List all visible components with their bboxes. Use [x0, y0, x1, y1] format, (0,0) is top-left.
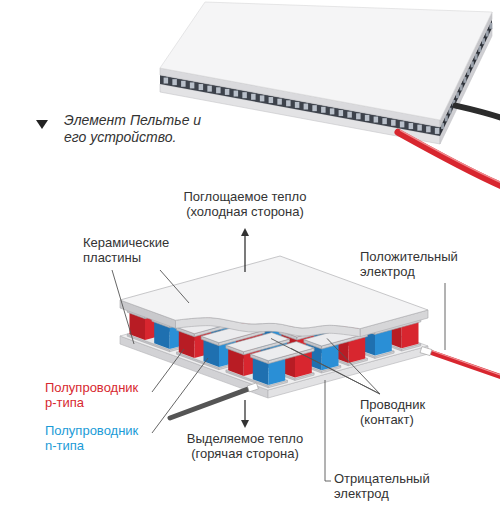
leg-cube	[374, 117, 379, 123]
wire-connector	[420, 347, 432, 356]
leader-lines	[112, 270, 445, 481]
leg-cube	[242, 92, 247, 98]
part-label: Полупроводник p-типа	[45, 381, 153, 411]
leg-cube	[190, 82, 195, 88]
leader-line	[152, 349, 184, 392]
leg-cube	[312, 105, 317, 111]
leg-cube	[400, 121, 405, 127]
arrow-head	[241, 228, 249, 236]
leg-cube	[304, 104, 309, 110]
peltier-diagram	[120, 228, 500, 428]
wire-connector	[247, 383, 258, 392]
red-wire	[426, 351, 500, 377]
leg-cube	[426, 126, 431, 132]
red-wire	[398, 132, 500, 186]
part-label: Поглощаемое тепло (холодная сторона)	[170, 190, 320, 220]
part-label: Отрицательный электрод	[334, 472, 449, 502]
leader-line	[160, 270, 189, 303]
leg-cube	[435, 128, 440, 134]
leg-cube	[199, 84, 204, 90]
leg-cube	[234, 91, 239, 97]
leg-cube	[251, 94, 256, 100]
part-label: Положительный электрод	[360, 250, 475, 280]
leg-cube	[391, 120, 396, 126]
leader-line	[327, 338, 380, 394]
leader-line	[112, 270, 134, 344]
part-label: Выделяемое тепло (горячая сторона)	[170, 432, 320, 462]
leg-cube	[347, 112, 352, 118]
part-label: Полупроводник n-типа	[45, 424, 153, 454]
leg-cube	[269, 97, 274, 103]
caption-marker	[36, 120, 48, 129]
leader-line	[271, 339, 380, 395]
leg-cube	[330, 108, 335, 114]
leg-cube	[365, 115, 370, 121]
leg-cube	[321, 107, 326, 113]
leg-cube	[409, 123, 414, 129]
leg-cube	[417, 125, 422, 131]
part-label: Керамические пластины	[83, 236, 188, 266]
black-wire	[456, 106, 500, 118]
arrow-head	[241, 420, 249, 428]
leg-cube	[277, 99, 282, 105]
leg-cube	[181, 81, 186, 87]
wire-highlight	[400, 130, 500, 183]
leg-cube	[225, 89, 230, 95]
leg-cube	[356, 113, 361, 119]
leg-cube	[207, 86, 212, 92]
leg-cube	[382, 118, 387, 124]
heat-arrow	[244, 400, 245, 421]
leader-line	[445, 283, 446, 350]
leg-cube	[164, 78, 169, 84]
leader-line	[152, 358, 208, 433]
leg-cube	[172, 79, 177, 85]
leg-cube	[295, 102, 300, 108]
part-label: Проводник (контакт)	[360, 398, 445, 428]
leg-cube	[339, 110, 344, 116]
heat-arrow	[244, 235, 245, 272]
leg-cube	[286, 100, 291, 106]
wire-highlight	[430, 350, 500, 375]
leg-cube	[216, 87, 221, 93]
module-photo	[160, 2, 500, 186]
leg-cube	[260, 95, 265, 101]
figure-caption: Элемент Пельтье и его устройство.	[64, 112, 204, 146]
top-ceramic-plate	[160, 2, 492, 120]
leader-line	[325, 380, 331, 481]
